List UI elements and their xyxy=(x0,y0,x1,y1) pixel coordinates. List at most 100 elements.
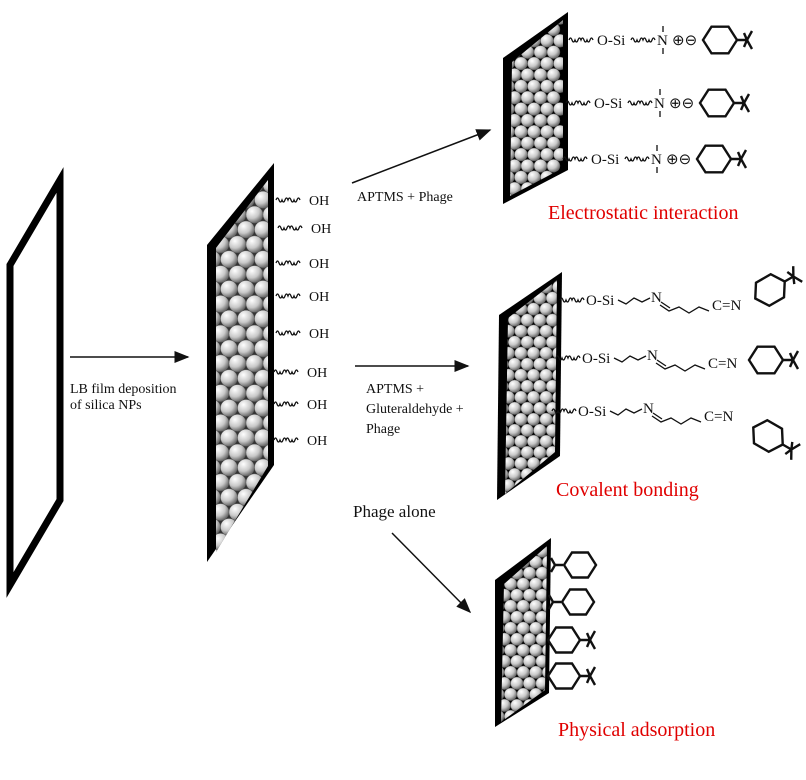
silica-nanoparticle xyxy=(228,295,247,313)
silica-nanoparticle xyxy=(508,490,522,494)
imine-n-label: N xyxy=(651,290,662,306)
route-physical-label: Phage alone xyxy=(353,502,436,521)
wavy-linker xyxy=(568,37,594,43)
silica-nanoparticle xyxy=(510,34,515,48)
imine-n-label: N xyxy=(647,348,658,364)
amine-n-label: N xyxy=(651,152,662,168)
propyl-linker xyxy=(630,37,656,43)
silica-nanoparticle xyxy=(262,384,268,402)
silica-nanoparticle xyxy=(504,643,518,657)
silica-nanoparticle xyxy=(237,280,255,298)
silica-nanoparticle xyxy=(262,205,268,224)
silica-nanoparticle xyxy=(520,313,534,327)
silica-nanoparticle xyxy=(527,79,541,93)
silica-nanoparticle xyxy=(529,577,543,591)
nitrile-label: C=N xyxy=(708,356,737,372)
silica-nanoparticle xyxy=(540,147,554,162)
silica-nanoparticle xyxy=(245,324,264,343)
silica-nanoparticle xyxy=(541,577,547,591)
silica-nanoparticle xyxy=(228,265,247,283)
silica-nanoparticle xyxy=(245,503,264,521)
silica-nanoparticle xyxy=(254,191,268,209)
silica-nanoparticle xyxy=(245,533,264,551)
silica-nanoparticle xyxy=(216,191,221,209)
silica-nanoparticle xyxy=(527,346,541,360)
silica-nanoparticle xyxy=(541,555,547,569)
silica-nanoparticle xyxy=(529,546,543,547)
silica-nanoparticle xyxy=(527,147,541,162)
silica-nanoparticle xyxy=(508,280,522,283)
silica-nanoparticle xyxy=(520,113,535,128)
silica-nanoparticle xyxy=(508,379,522,393)
silica-nanoparticle xyxy=(237,250,255,268)
silica-nanoparticle xyxy=(505,291,509,305)
silica-nanoparticle xyxy=(505,280,515,294)
silica-nanoparticle xyxy=(540,79,554,93)
silica-nanoparticle xyxy=(504,687,518,701)
silica-nanoparticle xyxy=(504,546,518,547)
silica-nanoparticle xyxy=(505,490,509,494)
nitrile-label: C=N xyxy=(712,298,741,314)
silica-nanoparticle xyxy=(539,324,553,338)
silica-nanoparticle xyxy=(262,235,268,254)
wavy-linker xyxy=(565,100,591,106)
silica-nanoparticle xyxy=(529,599,543,613)
silica-nanoparticle xyxy=(516,643,530,657)
silica-nanoparticle xyxy=(245,384,264,402)
hydroxyl-linker xyxy=(277,225,303,231)
silica-nanoparticle xyxy=(527,56,541,71)
nitrile-label: C=N xyxy=(704,409,733,425)
result-covalent: Covalent bonding xyxy=(556,479,699,501)
phage-hexagon-icon xyxy=(754,266,803,308)
silica-nanoparticle xyxy=(254,548,268,552)
silica-nanoparticle xyxy=(245,414,264,432)
silica-nanoparticle xyxy=(535,588,547,602)
silica-coated-substrate xyxy=(207,163,274,562)
silica-nanoparticle xyxy=(520,22,535,37)
silica-nanoparticle xyxy=(539,478,553,492)
silica-nanoparticle xyxy=(523,632,537,646)
silica-nanoparticle xyxy=(527,390,541,404)
silica-nanoparticle xyxy=(220,339,238,358)
silica-nanoparticle xyxy=(254,518,268,536)
silica-nanoparticle xyxy=(539,412,553,426)
silica-nanoparticle xyxy=(245,295,264,313)
silica-nanoparticle xyxy=(220,548,238,552)
silica-nanoparticle xyxy=(220,458,238,477)
silica-nanoparticle xyxy=(540,56,554,71)
silica-nanoparticle xyxy=(510,22,522,37)
silica-nanoparticle xyxy=(508,357,522,371)
silica-nanoparticle xyxy=(533,113,548,128)
silica-nanoparticle xyxy=(237,399,255,417)
phage-hexagon-icon xyxy=(546,662,597,690)
silica-nanoparticle xyxy=(514,56,528,71)
silica-nanoparticle xyxy=(514,368,528,382)
silica-nanoparticle xyxy=(510,676,524,690)
silica-nanoparticle xyxy=(228,503,247,521)
silica-nanoparticle xyxy=(520,68,535,82)
o-si-label: O-Si xyxy=(597,33,625,49)
silica-nanoparticle xyxy=(527,125,541,139)
silica-nanoparticle xyxy=(510,610,524,624)
silica-nanoparticle xyxy=(516,665,530,679)
silica-nanoparticle xyxy=(220,191,238,209)
silica-nanoparticle xyxy=(254,250,268,268)
silica-nanoparticle xyxy=(508,335,522,349)
silica-nanoparticle xyxy=(529,621,543,635)
silica-nanoparticle xyxy=(514,170,528,184)
silica-nanoparticle xyxy=(237,518,255,536)
silica-nanoparticle xyxy=(533,313,547,327)
silica-nanoparticle xyxy=(540,125,554,139)
o-si-label: O-Si xyxy=(591,152,619,168)
silica-nanoparticle xyxy=(527,412,541,426)
silica-nanoparticle xyxy=(553,79,563,93)
silica-nanoparticle xyxy=(527,20,541,25)
silica-nanoparticle xyxy=(533,490,547,494)
